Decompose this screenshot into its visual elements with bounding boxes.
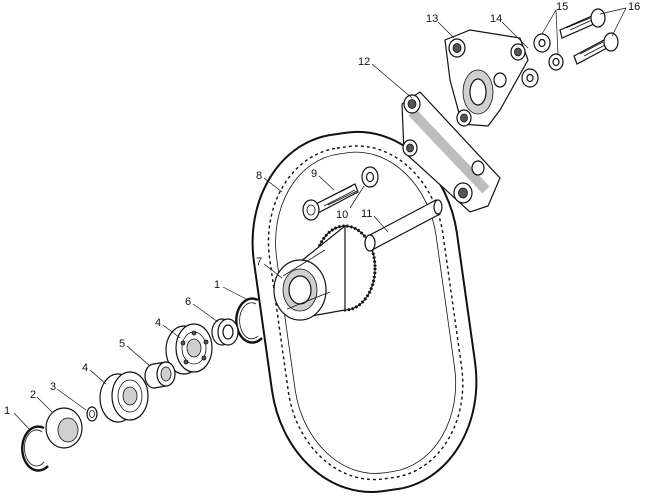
washer: [361, 166, 379, 188]
callout-10: 10: [336, 209, 348, 221]
callout-labels: 1 1 2 3 4 4 5 6 7 8 9 10 11 12 13 14 15 …: [4, 1, 640, 417]
ball-bearing-lower: [99, 371, 149, 423]
callout-7: 7: [256, 256, 262, 268]
callout-8: 8: [256, 170, 262, 182]
small-o-ring: [86, 406, 98, 422]
callout-9: 9: [311, 168, 317, 180]
mounting-bracket: [444, 29, 529, 127]
retaining-ring-upper: [235, 297, 263, 344]
callout-16: 16: [628, 1, 640, 13]
callout-12: 12: [358, 56, 370, 68]
callout-4-upper: 4: [155, 317, 161, 329]
callout-1-upper: 1: [214, 279, 220, 291]
axle-shaft: [364, 199, 443, 252]
leader-lines: [13, 7, 627, 431]
callout-1-lower: 1: [4, 405, 10, 417]
bolt-pair: [559, 8, 619, 65]
callout-6: 6: [185, 296, 191, 308]
thrust-washer: [45, 407, 83, 449]
callout-2: 2: [30, 389, 36, 401]
spacer-sleeve: [144, 361, 176, 389]
callout-15: 15: [556, 1, 568, 13]
callout-4-lower: 4: [82, 362, 88, 374]
retaining-ring-lower: [21, 425, 49, 472]
hex-bolt: [302, 183, 359, 221]
tensioner-bracket: [401, 91, 501, 213]
callout-14: 14: [490, 13, 502, 25]
toothed-belt: [251, 130, 478, 493]
ball-bearing-upper: [165, 323, 213, 375]
washer-pair: [521, 33, 564, 88]
toothed-pulley: [273, 224, 377, 321]
callout-5: 5: [119, 338, 125, 350]
callout-3: 3: [50, 381, 56, 393]
callout-11: 11: [361, 208, 372, 220]
callout-13: 13: [426, 13, 438, 25]
spacer-ring: [211, 318, 239, 346]
